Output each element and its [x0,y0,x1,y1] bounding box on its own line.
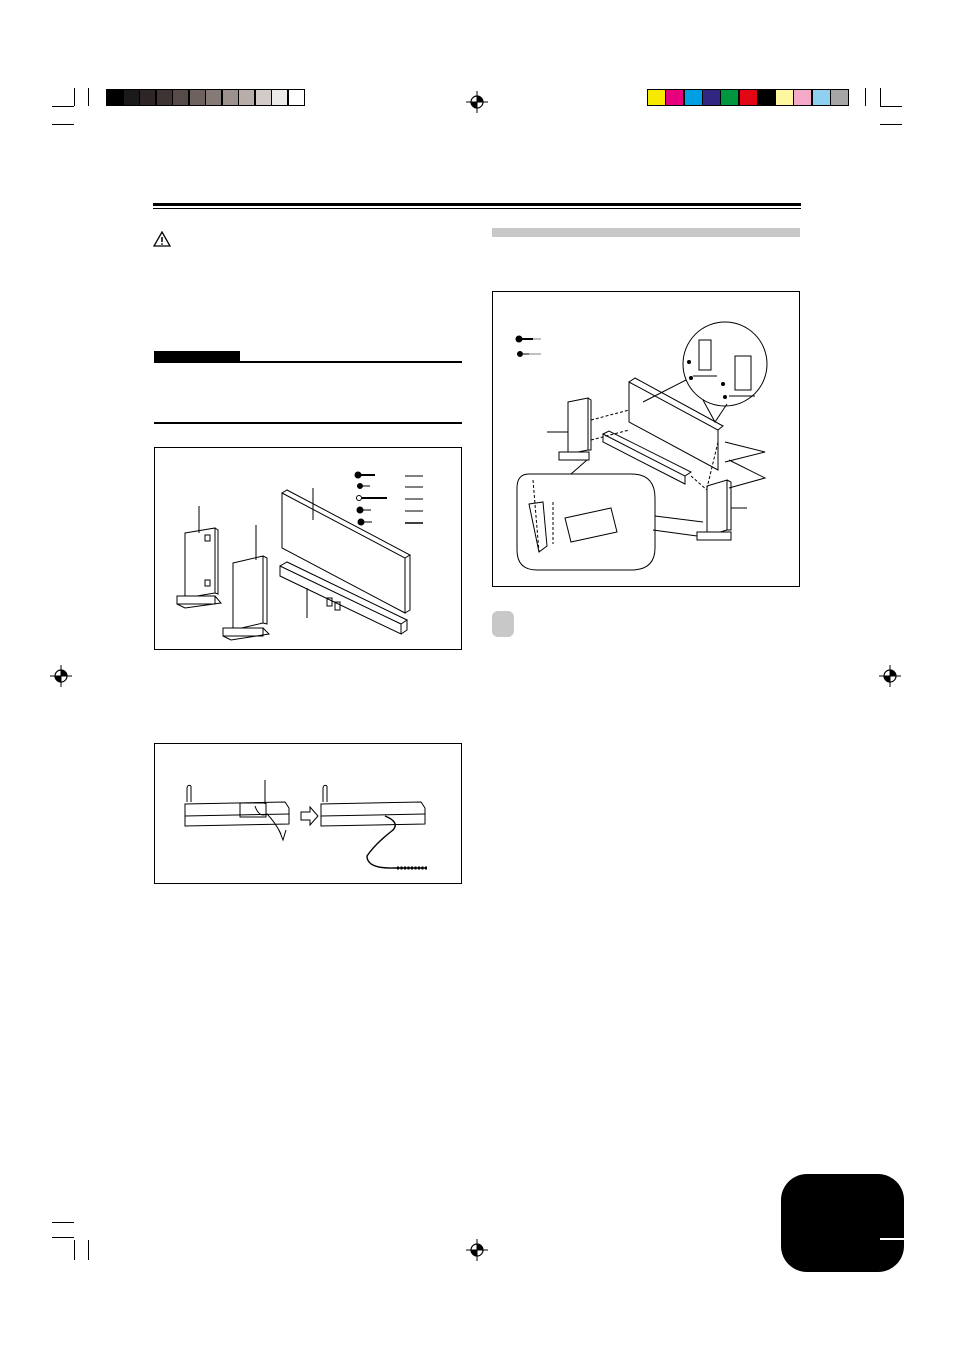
registration-crosshair-icon [50,665,72,687]
gray-swatch [238,89,255,106]
color-swatch [683,89,703,106]
page-thumb-tab [781,1174,904,1272]
parts-figure [154,447,462,650]
gray-swatch [172,89,189,106]
color-swatch [811,89,831,106]
registration-crosshair-icon [466,91,488,113]
gray-swatch [106,89,123,106]
screw-icons [354,471,387,526]
section-header-bar [492,228,800,237]
gray-swatch [139,89,156,106]
color-swatch [756,89,776,106]
color-swatch [665,89,685,106]
stand-assembly-illustration [515,321,768,571]
header-rule-thin [153,208,801,209]
color-swatch [793,89,813,106]
thumb-tab-rule [880,1238,904,1240]
color-swatch [738,89,758,106]
registration-crosshair-icon [879,665,901,687]
assembly-figure [492,291,800,587]
color-swatch [720,89,740,106]
gray-swatch [254,89,272,106]
cable-figure [154,743,462,884]
section-label-bar [154,351,240,362]
gray-swatch [205,89,222,106]
stand-parts-illustration [176,471,423,641]
registration-crosshair-icon [466,1239,488,1261]
gray-swatch [188,89,206,106]
gray-swatch [271,89,288,106]
color-swatch [647,89,666,106]
color-swatch [701,89,721,106]
gray-swatch [221,89,239,106]
gray-swatch [287,89,305,106]
color-swatch [775,89,795,106]
color-swatch [830,89,849,106]
warning-triangle-icon [153,231,171,247]
section-rule [154,361,462,363]
pedal-cable-illustration [184,780,427,870]
section-divider [154,422,462,424]
gray-swatch [155,89,173,106]
gray-swatch [122,89,140,106]
step-marker [492,611,514,637]
header-rule-thick [153,203,801,206]
